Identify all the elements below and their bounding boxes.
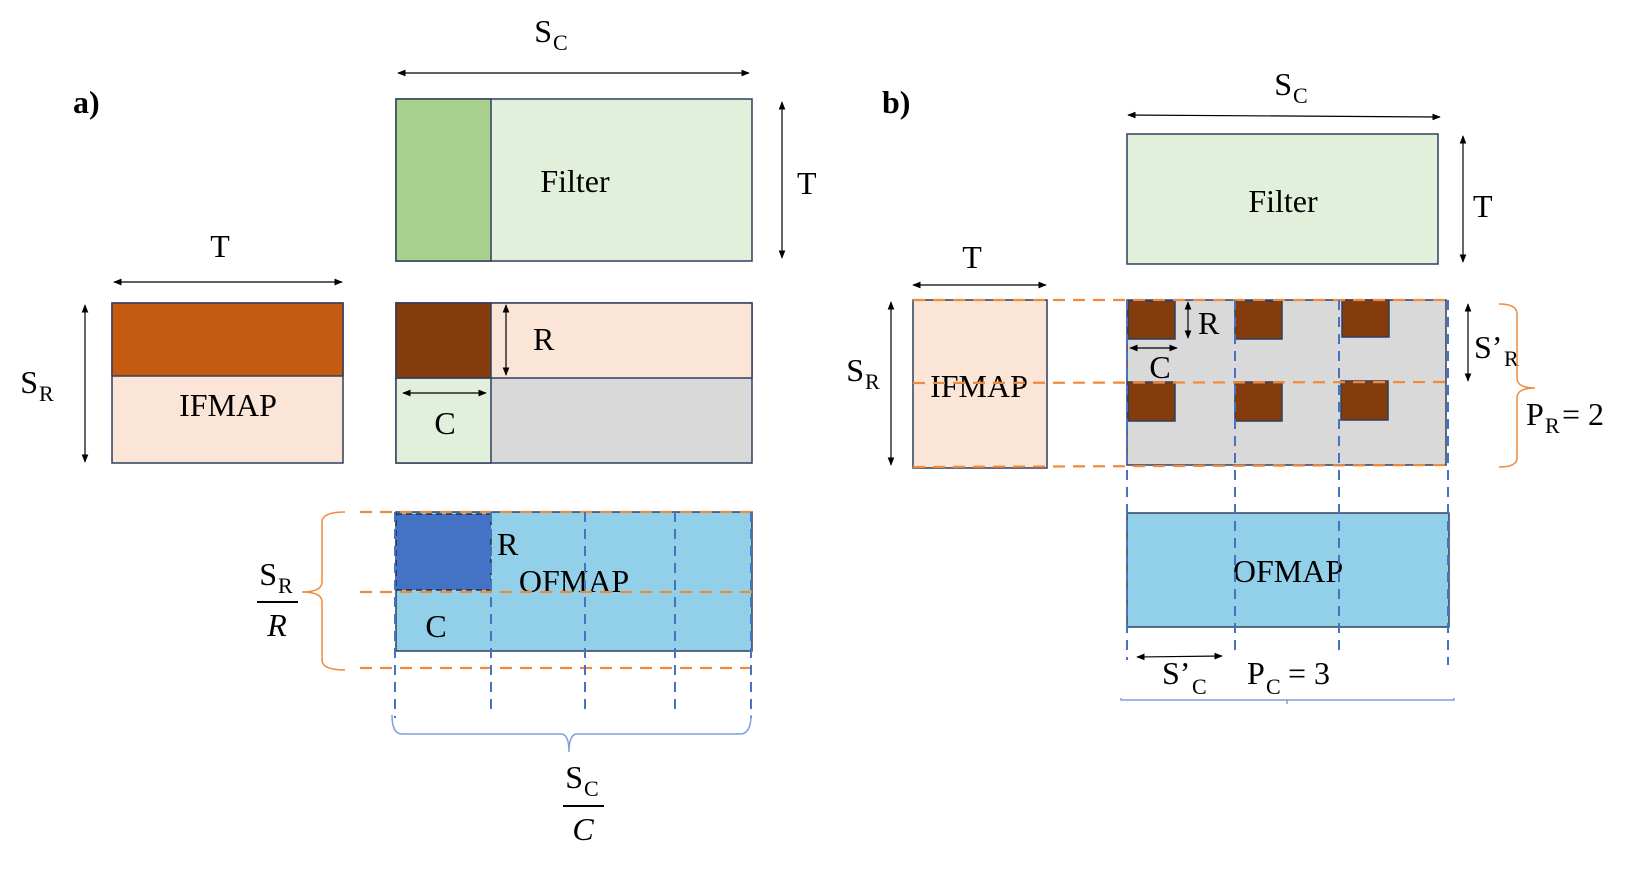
tile-r-b: R	[1198, 305, 1220, 341]
frac-cols-num-main: S	[565, 759, 583, 795]
col-partition-lines-b	[1126, 300, 1449, 665]
dim-sr-b-sub: R	[865, 369, 880, 394]
ifmap-b-label: IFMAP	[930, 368, 1028, 404]
pr-value: = 2	[1562, 396, 1604, 432]
dim-sc-prime-arrow	[1136, 652, 1223, 661]
ifmap-a-row-tile	[111, 302, 344, 377]
tile-r-a: R	[533, 321, 555, 357]
col-brace-a	[391, 714, 752, 753]
row-partition-lines-b	[912, 298, 1447, 469]
dim-t-a-top: T	[210, 228, 230, 264]
dim-sr-b-main: S	[846, 352, 864, 388]
panel-b: b) S C Filter T T S R IFMAP	[846, 66, 1604, 704]
pc-value: = 3	[1288, 655, 1330, 691]
ofmap-b-box	[1126, 512, 1450, 628]
grid-b-tiles	[1127, 299, 1390, 422]
row-line	[912, 463, 1447, 469]
row-partition-lines-a	[360, 510, 752, 670]
row-brace-b	[1498, 303, 1536, 468]
pc-sub: C	[1266, 674, 1281, 699]
dim-t-b-right: T	[1473, 188, 1493, 224]
panel-a: a) S C Filter T T S R IFMAP	[20, 13, 817, 847]
ofmap-a-c: C	[425, 608, 446, 644]
panel-b-label: b)	[882, 84, 910, 120]
ofmap-a-label: OFMAP	[519, 563, 629, 599]
pe-tile	[1234, 381, 1283, 422]
col-partition-lines-a	[394, 512, 752, 718]
compute-grid-a: R C	[395, 302, 753, 464]
filter-a: Filter	[395, 98, 753, 262]
tile-c-a: C	[434, 405, 455, 441]
filter-b-label: Filter	[1248, 183, 1318, 219]
dim-t-b-top: T	[962, 239, 982, 275]
frac-cols-den: C	[572, 811, 594, 847]
pc-main: P	[1247, 655, 1265, 691]
dim-sc-prime-sub: C	[1192, 674, 1207, 699]
pe-tile	[1127, 300, 1176, 340]
dim-sr-prime-main: S’	[1474, 329, 1502, 365]
dim-sc-a-sub: C	[553, 30, 568, 55]
ofmap-a-active-tile	[395, 513, 492, 591]
dim-sc-b-sub: C	[1293, 83, 1308, 108]
frac-rows-den: R	[266, 607, 287, 643]
col-brace-b	[1120, 698, 1455, 704]
dim-sr-prime-sub: R	[1504, 346, 1519, 371]
dim-sc-b-arrow	[1127, 111, 1441, 121]
ifmap-a: IFMAP	[111, 302, 344, 464]
pe-tile	[1234, 300, 1283, 340]
dim-sc-a-main: S	[534, 13, 552, 49]
dim-sr-a-main: S	[20, 364, 38, 400]
panel-a-label: a)	[73, 84, 100, 120]
pe-tile	[1340, 380, 1389, 421]
filter-a-column-tile	[395, 98, 492, 262]
frac-cols-a: S C C	[563, 759, 604, 847]
frac-rows-num-sub: R	[278, 573, 293, 598]
filter-b-box	[1126, 133, 1439, 265]
pr-sub: R	[1545, 413, 1560, 438]
pe-tile	[1341, 299, 1390, 338]
pe-tile	[1127, 381, 1176, 422]
tile-c-b: C	[1149, 349, 1170, 385]
dim-sc-prime-main: S’	[1162, 655, 1190, 691]
pr-main: P	[1526, 396, 1544, 432]
frac-rows-num-main: S	[259, 556, 277, 592]
dim-t-a-right: T	[797, 165, 817, 201]
row-line	[912, 380, 1447, 385]
ofmap-a: R OFMAP C	[395, 511, 753, 652]
ifmap-a-label: IFMAP	[179, 387, 277, 423]
dim-sr-a-sub: R	[39, 381, 54, 406]
row-brace-a	[301, 511, 346, 671]
frac-cols-num-sub: C	[584, 776, 599, 801]
dim-sc-b-main: S	[1274, 66, 1292, 102]
frac-rows-a: S R R	[257, 556, 298, 643]
ofmap-b-label: OFMAP	[1233, 553, 1343, 589]
ofmap-a-r: R	[497, 526, 519, 562]
dim-sc-a: S C	[397, 13, 750, 77]
grid-a-active-tile	[395, 302, 492, 379]
filter-a-label: Filter	[540, 163, 610, 199]
